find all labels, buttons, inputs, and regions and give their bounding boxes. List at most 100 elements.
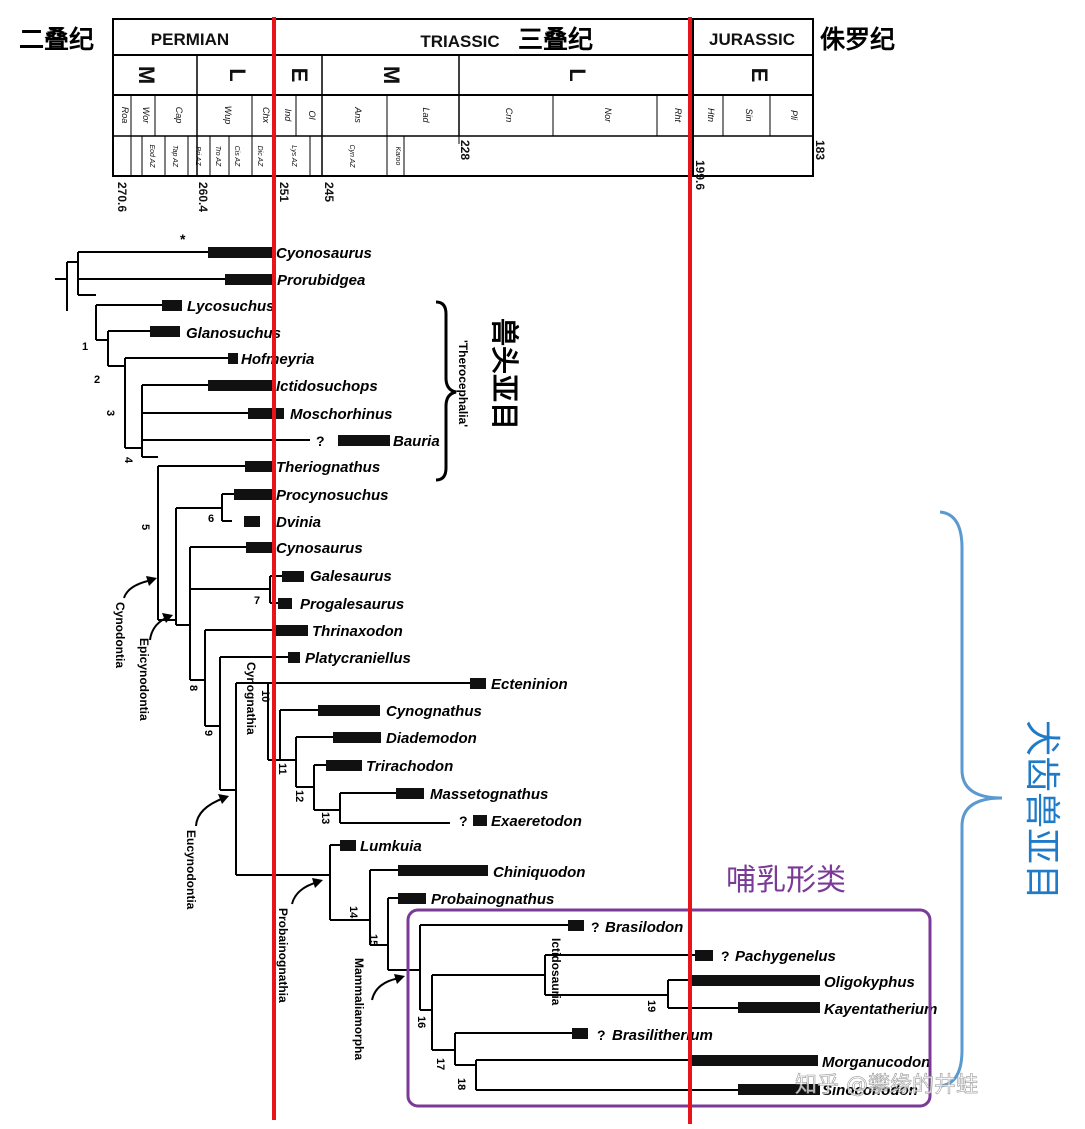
stage-roa: Roa: [120, 107, 130, 124]
zone-karoo: Karoo: [394, 147, 401, 166]
node-3-branch: [124, 357, 228, 449]
zone-cis: Cis AZ: [233, 146, 240, 167]
node-number: 8: [187, 685, 199, 691]
taxon-label: Oligokyphus: [824, 974, 915, 991]
arrow-head: [146, 576, 157, 586]
zone-eod: Eod AZ: [148, 144, 155, 168]
taxon-label: Ecteninion: [491, 676, 568, 693]
clade-labels: Cynodontia Epicynodontia Eucynodontia Cy…: [113, 576, 563, 1060]
bar-bauria: [338, 435, 390, 446]
node-9-branch: [205, 656, 288, 790]
taxon-label: Cynognathus: [386, 703, 482, 720]
stage-ind: Ind: [283, 109, 293, 123]
question-mark: ?: [459, 813, 468, 829]
zone-pri: Pri AZ: [194, 146, 201, 166]
stage-lad: Lad: [421, 107, 431, 123]
age-251: 251: [277, 182, 291, 202]
bar-trirachodon: [326, 760, 362, 771]
age-183: 183: [813, 140, 827, 160]
taxon-label: Probainognathus: [431, 891, 554, 908]
asterisk-mark: *: [180, 231, 186, 247]
cynodontia-cn-label: 犬齿兽亚目: [1021, 720, 1062, 900]
node-number: 7: [254, 595, 260, 607]
taxon-label: Cyonosaurus: [276, 245, 372, 262]
epoch-early-triassic: E: [287, 68, 312, 83]
arrow-cynodontia: [123, 579, 153, 599]
stage-ans: Ans: [353, 106, 363, 123]
taxon-label: Lumkuia: [360, 838, 422, 855]
zone-tap: Tap AZ: [171, 145, 178, 168]
question-mark: ?: [591, 919, 600, 935]
taxon-label: Brasilodon: [605, 919, 683, 936]
range-bars: [150, 247, 820, 1095]
node-number: 19: [645, 1000, 657, 1012]
taxon-label: Kayentatherium: [824, 1001, 937, 1018]
node-7-branch: [190, 575, 282, 604]
clade-cynodontia: Cynodontia: [113, 602, 127, 668]
jurassic-cn-label: 侏罗纪: [820, 25, 895, 54]
question-mark: ?: [597, 1027, 606, 1043]
taxon-label: Trirachodon: [366, 758, 453, 775]
branch-root: [66, 252, 79, 311]
taxon-label: Diademodon: [386, 730, 477, 747]
node-18-branch: [455, 1059, 738, 1091]
taxon-label: Moschorhinus: [290, 406, 393, 423]
bar-theriognathus: [245, 461, 275, 472]
taxon-label: Dvinia: [276, 514, 321, 531]
arrow-eucynodontia: [195, 797, 225, 827]
bar-galesaurus: [282, 571, 304, 582]
period-triassic: TRIASSIC: [420, 32, 499, 51]
therocephalia-group: 'Therocephalia' 兽头亚目: [435, 300, 521, 482]
stage-sin: Sin: [744, 108, 754, 121]
bar-kayentatherium: [738, 1002, 820, 1013]
node-number: 2: [94, 374, 100, 386]
node-number: 10: [259, 690, 271, 702]
stage-chx: Chx: [261, 107, 271, 124]
epoch-middle-permian: M: [134, 66, 159, 84]
node-number: 5: [139, 524, 151, 530]
taxon-label: Hofmeyria: [241, 351, 314, 368]
period-permian: PERMIAN: [151, 30, 229, 49]
question-mark: ?: [721, 948, 730, 964]
node-number: 17: [434, 1058, 446, 1070]
bar-sinoconodon: [738, 1084, 820, 1095]
mammaliaformes-group: 哺乳形类: [406, 863, 932, 1108]
watermark: 知乎 @攀缘的井蛙: [795, 1073, 978, 1098]
node-prob-branch: [236, 844, 340, 920]
node-4-branch: [141, 384, 208, 458]
taxon-label: Theriognathus: [276, 459, 380, 476]
age-228: 228: [458, 140, 472, 160]
node-number: 14: [347, 906, 359, 919]
bar-probainognathus: [398, 893, 426, 904]
clade-probainognathia: Probainognathia: [276, 908, 290, 1003]
node-10-branch: [236, 682, 470, 760]
bar-chiniquodon: [398, 865, 488, 876]
zone-cyn: Cyn AZ: [348, 144, 355, 168]
node-17-branch: [432, 1032, 572, 1065]
taxon-label: Morganucodon: [822, 1054, 930, 1071]
stage-cap: Cap: [174, 107, 184, 124]
node-number: 16: [415, 1016, 427, 1028]
node-cyno-branch: [175, 507, 222, 625]
node-number: 4: [122, 457, 134, 464]
node-2-branch: [107, 330, 150, 367]
node-number: 15: [367, 934, 379, 946]
node-number: 18: [455, 1078, 467, 1090]
clade-eucynodontia: Eucynodontia: [184, 830, 198, 910]
taxon-label: Bauria: [393, 433, 440, 450]
stage-htn: Htn: [706, 108, 716, 122]
question-mark: ?: [316, 433, 325, 449]
node-numbers: 1 2 3 4 5 6 7 8 9 10 11 12 13 14 15 16 1…: [82, 341, 657, 1090]
bar-exaeretodon: [473, 815, 487, 826]
taxon-label: Chiniquodon: [493, 864, 585, 881]
root-stem: [55, 262, 68, 280]
age-260-4: 260.4: [196, 182, 210, 212]
node-16-branch: [420, 975, 433, 1050]
arrow-head: [218, 794, 229, 804]
stage-wor: Wor: [141, 107, 151, 125]
clade-epicynodontia: Epicynodontia: [137, 638, 151, 721]
stage-nor: Nor: [603, 108, 613, 124]
bar-brasilitherium: [572, 1028, 588, 1039]
time-scale: 二叠纪 PERMIAN TRIASSIC 三叠纪 JURASSIC 侏罗纪 M …: [19, 18, 895, 212]
taxon-label: Cynosaurus: [276, 540, 363, 557]
